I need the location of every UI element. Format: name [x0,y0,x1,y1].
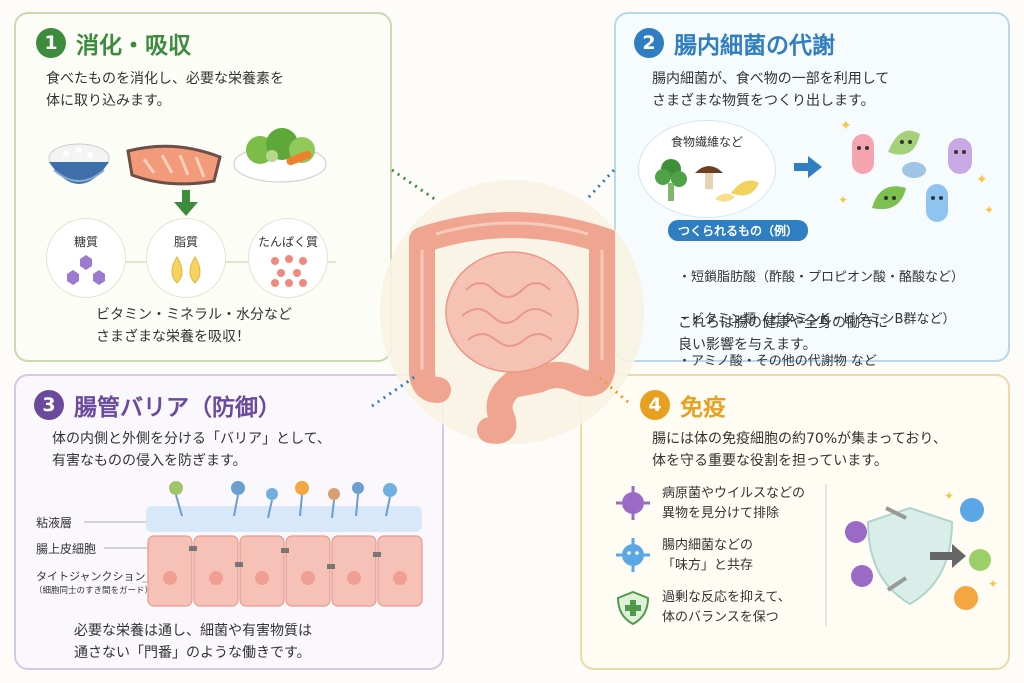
svg-text:✦: ✦ [944,489,954,503]
panel-description: 食べたものを消化し、必要な栄養素を 体に取り込みます。 [46,71,284,109]
svg-text:✦: ✦ [988,577,998,591]
panel-footer: ビタミン・ミネラル・水分など さまざまな栄養を吸収！ [96,307,292,345]
food-fiber-bubble: 食物繊維など [638,120,776,218]
immune-item: 病原菌やウイルスなどの 異物を見分けて排除 [662,486,806,521]
svg-text:✦: ✦ [840,118,852,134]
panel-title-text: 腸管バリア（防御） [74,395,281,421]
immune-shield-illustration: ✦ ✦ [825,484,998,626]
product-item: ・ビタミン類（ビタミンK・ビタミンB群など） [678,312,956,327]
mucus-layer-label: 粘液層 [36,516,73,530]
panel-gut-bacteria-metabolism: 2 腸内細菌の代謝 腸内細菌が、食べ物の一部を利用して さまざまな物質をつくり出… [614,12,1010,369]
immune-item: 腸内細菌などの 「味方」と共存 [662,538,754,573]
salmon-icon [126,144,222,186]
product-item: ・短鎖脂肪酸（酢酸・プロピオン酸・酪酸など） [678,270,965,285]
tight-junction-note: （細胞同士のすき間をガード） [34,586,154,596]
immune-item: 過剰な反応を抑えて、 体のバランスを保つ [662,590,791,625]
step-number-badge: 2 [634,28,664,58]
amino-acid-dots-icon [271,255,307,287]
intestine-illustration [380,180,644,444]
arrow-right-icon [794,156,822,178]
oil-drop-icon [171,256,201,284]
nutrient-label: たんぱく質 [257,235,318,249]
salad-icon [233,128,327,183]
panel-title: 4 免疫 [640,388,726,422]
nutrient-fat: 脂質 [146,218,226,298]
panel-title-text: 免疫 [680,395,726,421]
friendly-bacteria-icon [616,538,650,572]
epithelial-cell-label: 腸上皮細胞 [36,542,97,556]
panel-footer: これらは腸の健康や全身の働きに 良い影響を与えます。 [678,315,888,353]
virus-icon [616,486,650,520]
bacteria-group-icon: ✦ ✦ ✦ ✦ [838,118,994,222]
panel-immunity: 4 免疫 腸には体の免疫細胞の約70%が集まっており、 体を守る重要な役割を担っ… [580,374,1010,670]
product-list: ・短鎖脂肪酸（酢酸・プロピオン酸・酪酸など） ・ビタミン類（ビタミンK・ビタミン… [678,246,964,393]
panel-footer: 必要な栄養は通し、細菌や有害物質は 通さない「門番」のような働きです。 [74,623,312,661]
panel-title: 2 腸内細菌の代謝 [634,26,835,60]
nutrient-label: 脂質 [173,235,198,249]
arrow-down-icon [174,190,198,216]
nutrient-label: 糖質 [73,235,98,249]
product-item: ・アミノ酸・その他の代謝物 など [678,354,877,369]
nutrient-carbohydrate: 糖質 [46,218,126,298]
vegetable-icon [655,159,759,202]
shield-plus-icon [616,590,650,626]
step-number-badge: 4 [640,390,670,420]
tight-junction-label: タイトジャンクション [36,570,146,583]
food-fiber-label: 食物繊維など [670,135,743,149]
panel-digestion: 1 消化・吸収 食べたものを消化し、必要な栄養素を 体に取り込みます。 糖質 [14,12,392,362]
svg-text:✦: ✦ [838,193,848,207]
panel-description: 腸内細菌が、食べ物の一部を利用して さまざまな物質をつくり出します。 [652,71,890,109]
panel-description: 体の内側と外側を分ける「バリア」として、 有害なものの侵入を防ぎます。 [52,431,331,469]
panel-title-text: 腸内細菌の代謝 [674,33,835,59]
svg-text:✦: ✦ [976,172,988,188]
barrier-illustration [84,481,423,607]
svg-text:✦: ✦ [984,203,994,217]
panel-intestinal-barrier: 3 腸管バリア（防御） 体の内側と外側を分ける「バリア」として、 有害なものの侵… [14,374,444,670]
products-label-pill: つくられるもの（例） [668,220,809,241]
panel-description: 腸には体の免疫細胞の約70%が集まっており、 体を守る重要な役割を担っています。 [652,431,947,469]
nutrient-protein: たんぱく質 [248,218,328,298]
panel-title-text: 消化・吸収 [76,33,191,59]
panel-title: 3 腸管バリア（防御） [34,388,281,422]
step-number-badge: 3 [34,390,64,420]
panel-title: 1 消化・吸収 [36,26,191,60]
hexagon-molecule-icon [67,255,105,285]
step-number-badge: 1 [36,28,66,58]
rice-bowl-icon [48,143,110,184]
